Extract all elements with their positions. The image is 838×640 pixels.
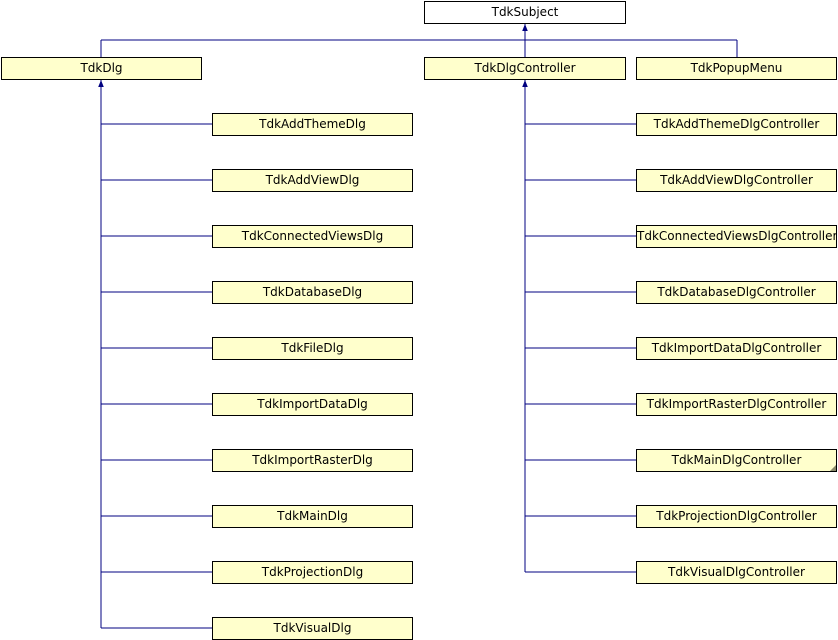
class-node-tdkmaindlgcontroller[interactable]: TdkMainDlgController [636,449,837,472]
class-label: TdkSubject [491,5,559,19]
class-node-tdkdlg[interactable]: TdkDlg [1,57,202,80]
class-node-tdkmaindlg[interactable]: TdkMainDlg [212,505,413,528]
class-label: TdkImportDataDlgController [651,341,822,355]
class-label: TdkDlg [80,61,123,75]
class-node-tdkfiledlg[interactable]: TdkFileDlg [212,337,413,360]
class-label: TdkDlgController [474,61,576,75]
class-node-tdkconnectedviewsdlgcontroller[interactable]: TdkConnectedViewsDlgController [636,225,837,248]
class-node-tdkaddviewdlgcontroller[interactable]: TdkAddViewDlgController [636,169,837,192]
class-node-tdkimportdatadlg[interactable]: TdkImportDataDlg [212,393,413,416]
class-node-tdkimportrasterdlg[interactable]: TdkImportRasterDlg [212,449,413,472]
class-label: TdkAddThemeDlg [259,117,366,131]
class-label: TdkImportDataDlg [257,397,368,411]
class-node-tdkaddthemedlgcontroller[interactable]: TdkAddThemeDlgController [636,113,837,136]
class-node-tdkpopupmenu[interactable]: TdkPopupMenu [636,57,837,80]
class-node-tdkdatabasedlgcontroller[interactable]: TdkDatabaseDlgController [636,281,837,304]
class-label: TdkImportRasterDlgController [646,397,827,411]
class-node-tdkaddviewdlg[interactable]: TdkAddViewDlg [212,169,413,192]
class-label: TdkProjectionDlgController [656,509,817,523]
fold-corner-icon [830,465,836,471]
class-label: TdkAddViewDlg [265,173,360,187]
class-label: TdkProjectionDlg [261,565,364,579]
class-node-tdkvisualdlgcontroller[interactable]: TdkVisualDlgController [636,561,837,584]
class-node-tdkimportrasterdlgcontroller[interactable]: TdkImportRasterDlgController [636,393,837,416]
class-label: TdkFileDlg [281,341,344,355]
class-node-tdkprojectiondlg[interactable]: TdkProjectionDlg [212,561,413,584]
inheritance-edges [98,24,738,629]
class-label: TdkImportRasterDlg [252,453,373,467]
class-label: TdkMainDlg [277,509,348,523]
class-label: TdkConnectedViewsDlg [241,229,384,243]
class-node-tdkprojectiondlgcontroller[interactable]: TdkProjectionDlgController [636,505,837,528]
class-node-tdksubject[interactable]: TdkSubject [424,1,626,24]
class-label: TdkVisualDlgController [668,565,805,579]
class-label: TdkAddViewDlgController [660,173,813,187]
class-label: TdkMainDlgController [671,453,802,467]
class-label: TdkDatabaseDlgController [657,285,816,299]
class-label: TdkPopupMenu [690,61,783,75]
class-label: TdkDatabaseDlg [262,285,363,299]
class-label: TdkAddThemeDlgController [653,117,820,131]
class-node-tdkdatabasedlg[interactable]: TdkDatabaseDlg [212,281,413,304]
class-node-tdkimportdatadlgcontroller[interactable]: TdkImportDataDlgController [636,337,837,360]
class-node-tdkvisualdlg[interactable]: TdkVisualDlg [212,617,413,640]
class-label: TdkVisualDlg [273,621,352,635]
class-node-tdkaddthemedlg[interactable]: TdkAddThemeDlg [212,113,413,136]
class-node-tdkconnectedviewsdlg[interactable]: TdkConnectedViewsDlg [212,225,413,248]
class-node-tdkdlgcontroller[interactable]: TdkDlgController [424,57,626,80]
class-label: TdkConnectedViewsDlgController [637,229,837,243]
